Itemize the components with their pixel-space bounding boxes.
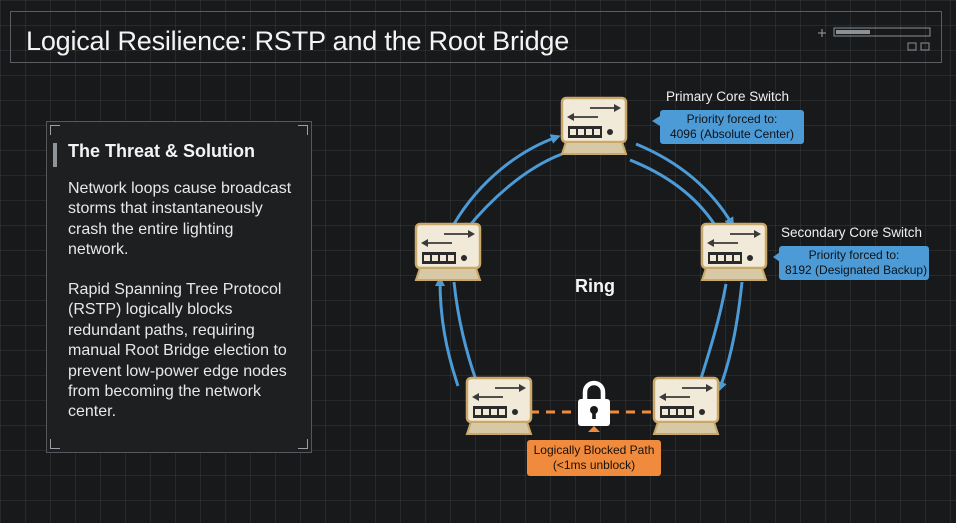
corner-top-right bbox=[298, 125, 308, 135]
panel-paragraph-2: Rapid Spanning Tree Protocol (RSTP) logi… bbox=[68, 281, 287, 421]
panel-accent-bar bbox=[53, 143, 57, 167]
switch-icon[interactable] bbox=[414, 222, 482, 282]
restore-icon[interactable] bbox=[907, 42, 917, 51]
blocked-callout-line1: Logically Blocked Path bbox=[533, 443, 655, 457]
progress-track bbox=[833, 27, 931, 37]
window-controls bbox=[818, 27, 931, 51]
panel-paragraph-1: Network loops cause broadcast storms tha… bbox=[68, 180, 292, 259]
primary-switch-label: Primary Core Switch bbox=[666, 89, 790, 104]
switch-icon[interactable] bbox=[560, 96, 628, 156]
minimize-icon[interactable] bbox=[818, 29, 826, 37]
blocked-path-callout: Logically Blocked Path (<1ms unblock) bbox=[527, 440, 661, 476]
progress-fill bbox=[836, 30, 870, 34]
switch-icon[interactable] bbox=[700, 222, 768, 282]
primary-callout-line1: Priority forced to: bbox=[686, 112, 778, 126]
link-primary-left bbox=[463, 152, 563, 234]
corner-top-left bbox=[50, 125, 60, 135]
link-left-primary bbox=[452, 134, 561, 225]
link-bottomleft-left bbox=[435, 276, 460, 387]
link-right-primary bbox=[629, 158, 720, 231]
page-title: Logical Resilience: RSTP and the Root Br… bbox=[26, 26, 570, 56]
corner-bottom-left bbox=[50, 439, 60, 449]
primary-callout-line2: 4096 (Absolute Center) bbox=[669, 127, 795, 141]
link-left-bottomleft bbox=[452, 281, 480, 387]
switch-icon[interactable] bbox=[652, 376, 720, 436]
threat-solution-panel bbox=[46, 121, 312, 453]
secondary-callout-line1: Priority forced to: bbox=[808, 248, 900, 262]
switch-icon[interactable] bbox=[465, 376, 533, 436]
link-bottomright-right bbox=[696, 283, 728, 389]
corner-bottom-right bbox=[298, 439, 308, 449]
blocked-callout-line2: (<1ms unblock) bbox=[552, 458, 636, 472]
secondary-switch-label: Secondary Core Switch bbox=[781, 225, 923, 240]
maximize-icon[interactable] bbox=[920, 42, 930, 51]
lock-icon bbox=[578, 380, 610, 426]
link-primary-right bbox=[635, 142, 735, 228]
panel-heading: The Threat & Solution bbox=[68, 141, 255, 161]
ring-label: Ring bbox=[575, 276, 615, 296]
secondary-callout-line2: 8192 (Designated Backup) bbox=[785, 263, 928, 277]
link-right-bottomright bbox=[717, 281, 744, 392]
title-frame bbox=[10, 11, 942, 63]
primary-priority-callout: Priority forced to: 4096 (Absolute Cente… bbox=[660, 110, 804, 144]
secondary-priority-callout: Priority forced to: 8192 (Designated Bac… bbox=[779, 246, 929, 280]
